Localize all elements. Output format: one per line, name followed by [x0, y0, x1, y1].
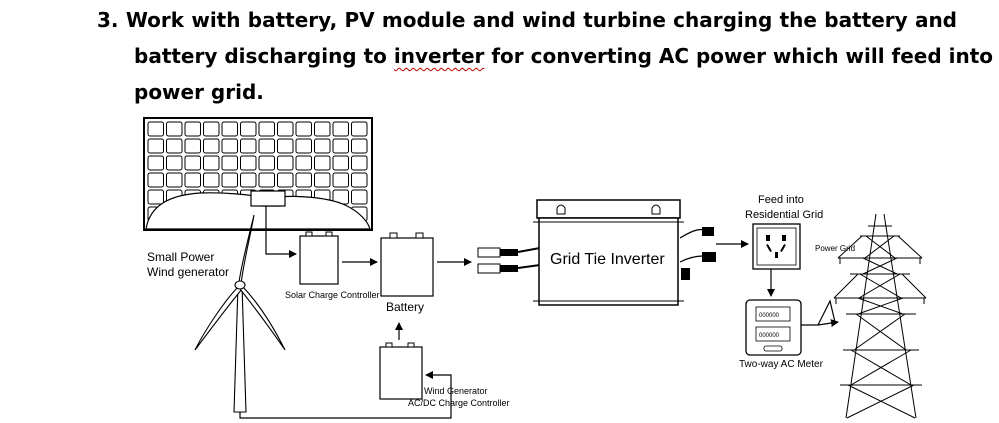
pv-cell	[351, 172, 368, 188]
pv-cell	[295, 155, 312, 171]
heading-text-3: power grid.	[134, 80, 264, 104]
wind-controller-label-2: AC/DC Charge Controller	[408, 398, 510, 408]
pv-cell	[166, 155, 183, 171]
grid-tie-inverter	[533, 199, 684, 306]
two-way-ac-meter	[745, 299, 802, 356]
pv-cell	[332, 138, 349, 154]
pv-cell	[147, 138, 164, 154]
pv-cell	[314, 138, 331, 154]
heading-text-1: Work with battery, PV module and wind tu…	[125, 8, 957, 32]
spellcheck-word-inverter[interactable]: inverter	[393, 44, 485, 68]
pv-cell	[166, 121, 183, 137]
pv-cell	[166, 138, 183, 154]
heading-text-2b: for converting AC power which will feed …	[484, 44, 994, 68]
pv-cell	[258, 155, 275, 171]
pv-cell	[351, 189, 368, 205]
pv-cell	[314, 172, 331, 188]
pv-cell	[295, 121, 312, 137]
pv-cell	[147, 172, 164, 188]
pv-cell	[147, 189, 164, 205]
pv-cell	[351, 121, 368, 137]
pv-cell	[277, 138, 294, 154]
wind-turbine	[194, 214, 286, 413]
power-grid-label: Power Grid	[815, 244, 855, 253]
meter-to-grid-wire	[801, 299, 836, 326]
pv-cell	[277, 172, 294, 188]
power-tower	[833, 213, 927, 419]
pv-cell	[203, 172, 220, 188]
pv-cell	[351, 138, 368, 154]
pv-cell	[295, 138, 312, 154]
pv-cell	[184, 121, 201, 137]
turbine-to-controller-arrow	[239, 371, 452, 419]
pv-cell	[240, 155, 257, 171]
pv-cell	[277, 121, 294, 137]
step-number: 3.	[97, 8, 119, 32]
pv-to-controller-arrow	[265, 206, 297, 258]
solar-charge-controller	[299, 231, 339, 285]
meter-reading-bottom: 000000	[759, 333, 780, 339]
wind-generator-label-2: Wind generator	[147, 265, 229, 279]
pv-cell	[147, 155, 164, 171]
solar-controller-label: Solar Charge Controller	[285, 290, 380, 300]
pv-cell	[166, 172, 183, 188]
pv-cell	[203, 121, 220, 137]
wind-controller-label-1: Wind Generator	[424, 386, 488, 396]
pv-module	[143, 117, 373, 231]
instruction-heading: 3. Work with battery, PV module and wind…	[97, 2, 993, 110]
pv-cell	[221, 155, 238, 171]
pv-cell	[203, 138, 220, 154]
pv-cell	[240, 121, 257, 137]
pv-cell	[332, 121, 349, 137]
feed-label-2: Residential Grid	[745, 209, 823, 221]
pv-cell	[351, 155, 368, 171]
pv-junction-box	[250, 190, 286, 207]
inverter-label: Grid Tie Inverter	[550, 251, 665, 268]
feed-label-1: Feed into	[758, 194, 804, 206]
pv-cell	[240, 138, 257, 154]
pv-cell	[314, 155, 331, 171]
pv-cell	[258, 121, 275, 137]
pv-cell	[258, 172, 275, 188]
heading-line-2: battery discharging to inverter for conv…	[97, 38, 993, 74]
pv-cell	[258, 138, 275, 154]
wind-generator-label-1: Small Power	[147, 250, 214, 264]
pv-cell	[295, 172, 312, 188]
pv-cell	[277, 155, 294, 171]
residential-outlet	[752, 223, 801, 270]
pv-cell	[240, 172, 257, 188]
mc4-connectors	[477, 247, 541, 274]
heading-line-1: 3. Work with battery, PV module and wind…	[97, 2, 957, 38]
battery	[380, 232, 434, 297]
pv-cell	[332, 172, 349, 188]
heading-text-2a: battery discharging to	[134, 44, 394, 68]
pv-cell	[221, 138, 238, 154]
pv-cell	[184, 155, 201, 171]
pv-cell	[332, 155, 349, 171]
meter-to-grid-arrow	[817, 319, 839, 327]
pv-cell	[314, 121, 331, 137]
heading-line-3: power grid.	[97, 74, 957, 110]
battery-label: Battery	[386, 300, 424, 314]
ac-output-connectors	[679, 227, 716, 280]
meter-reading-top: 000000	[759, 313, 780, 319]
meter-label: Two-way AC Meter	[739, 359, 824, 370]
pv-cell	[184, 138, 201, 154]
wind-charge-controller	[379, 342, 423, 400]
pv-cell	[221, 172, 238, 188]
pv-cell	[221, 121, 238, 137]
pv-cell	[184, 172, 201, 188]
pv-cell	[203, 155, 220, 171]
pv-cell	[147, 121, 164, 137]
